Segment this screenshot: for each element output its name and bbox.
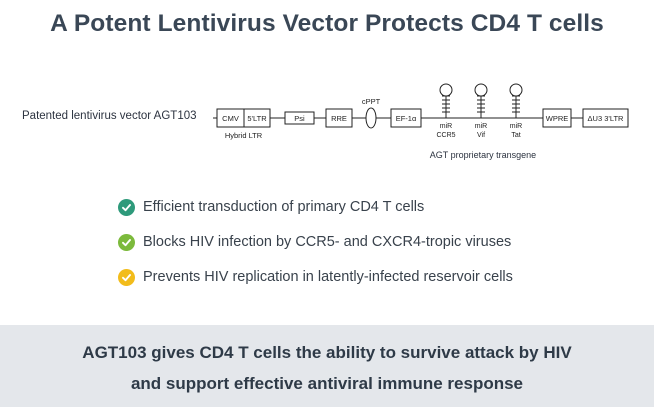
cppt-shape [365,107,377,129]
mir-vif-line1: miR [475,123,487,130]
mir-ccr5-line1: miR [440,123,452,130]
page-title: A Potent Lentivirus Vector Protects CD4 … [50,10,604,37]
ef1a-text: EF-1α [396,114,417,123]
ltr5-text: 5'LTR [247,114,267,123]
bullet-text: Blocks HIV infection by CCR5- and CXCR4-… [143,234,512,250]
hybrid-ltr-label: Hybrid LTR [225,131,263,140]
list-item: Blocks HIV infection by CCR5- and CXCR4-… [118,230,513,254]
mir-ccr5-line2: CCR5 [436,132,455,139]
check-circle-icon [118,198,135,216]
psi-box [284,111,315,125]
footer-banner: AGT103 gives CD4 T cells the ability to … [0,325,654,407]
cppt-text: cPPT [362,97,381,106]
wpre-box [542,108,572,128]
list-item: Efficient transduction of primary CD4 T … [118,195,513,219]
bullet-list: Efficient transduction of primary CD4 T … [118,195,513,300]
mir-vif-hairpin [474,83,488,118]
mir-ccr5-hairpin [439,83,453,118]
transgene-label: AGT proprietary transgene [430,150,536,160]
ltr3-box [582,108,629,128]
bullet-text: Prevents HIV replication in latently-inf… [143,269,513,285]
vector-label: Patented lentivirus vector AGT103 [22,110,197,122]
check-circle-icon [118,268,135,286]
ltr3-text: ΔU3 3'LTR [588,114,624,123]
wpre-text: WPRE [546,114,569,123]
psi-text: Psi [294,114,305,123]
mir-tat-line1: miR [510,123,522,130]
mir-tat-hairpin [509,83,523,118]
vector-diagram: CMV 5'LTR Hybrid LTR Psi RRE cPPT EF-1α … [213,83,629,160]
footer-line-2: and support effective antiviral immune r… [130,374,524,393]
mir-tat-line2: Tat [511,132,520,139]
cmv-text: CMV [222,114,239,123]
list-item: Prevents HIV replication in latently-inf… [118,265,513,289]
ef1a-box [390,108,422,128]
rre-box [325,108,353,128]
mir-vif-line2: Vif [477,132,485,139]
ltr5-box [243,108,271,128]
footer-line-1: AGT103 gives CD4 T cells the ability to … [82,343,572,362]
bullet-text: Efficient transduction of primary CD4 T … [143,199,425,215]
rre-text: RRE [331,114,347,123]
check-circle-icon [118,233,135,251]
